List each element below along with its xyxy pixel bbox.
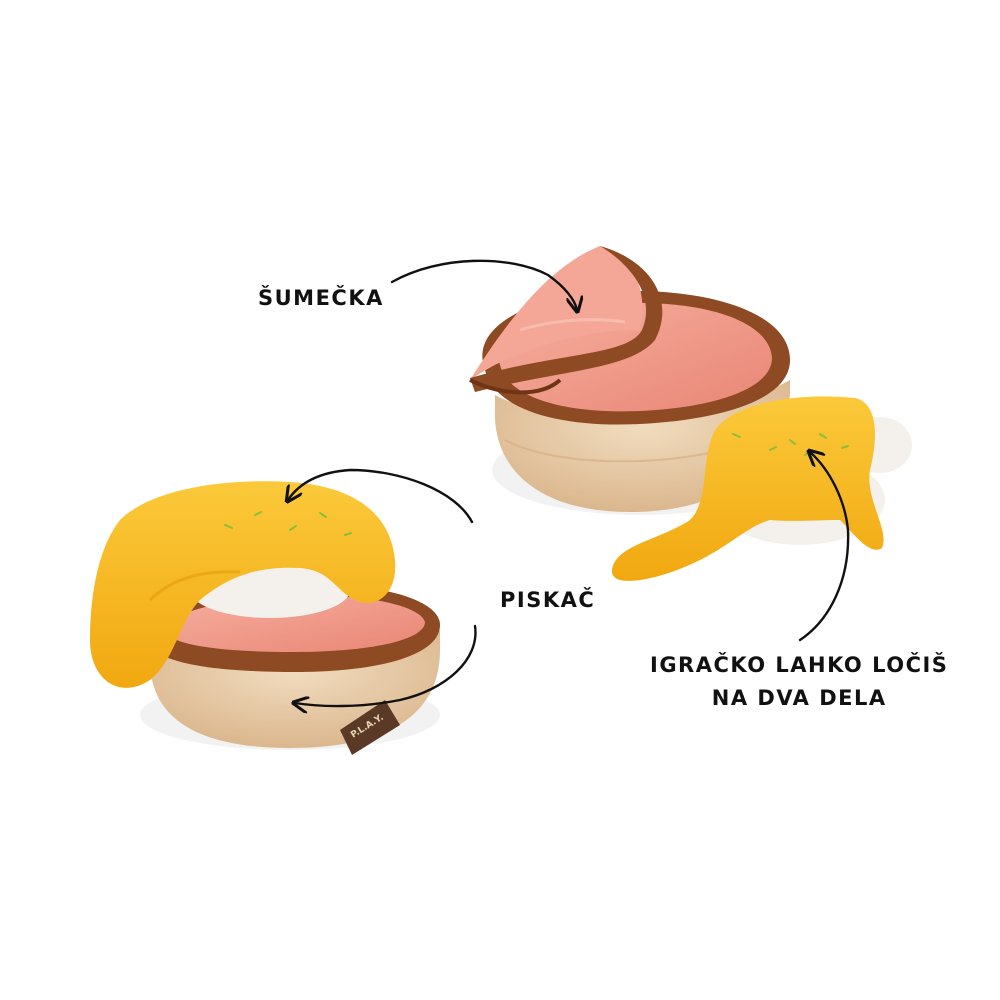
- label-crinkle: ŠUMEČKA: [258, 286, 384, 310]
- label-detachable-line2: NA DVA DELA: [711, 686, 887, 710]
- egg-toy: [611, 396, 912, 581]
- curved-arrow-icon: [295, 624, 477, 706]
- assembled-toy: P.L.A.Y.: [90, 481, 440, 755]
- curved-arrow-icon: [390, 259, 577, 310]
- curved-arrow-icon: [798, 452, 850, 642]
- label-squeaker: PISKAČ: [500, 588, 596, 612]
- label-detachable-line1: IGRAČKO LAHKO LOČIŠ: [650, 653, 949, 677]
- ham-bun-toy: [469, 246, 790, 515]
- label-detachable: IGRAČKO LAHKO LOČIŠ NA DVA DELA: [650, 649, 948, 715]
- curved-arrow-icon: [288, 468, 474, 524]
